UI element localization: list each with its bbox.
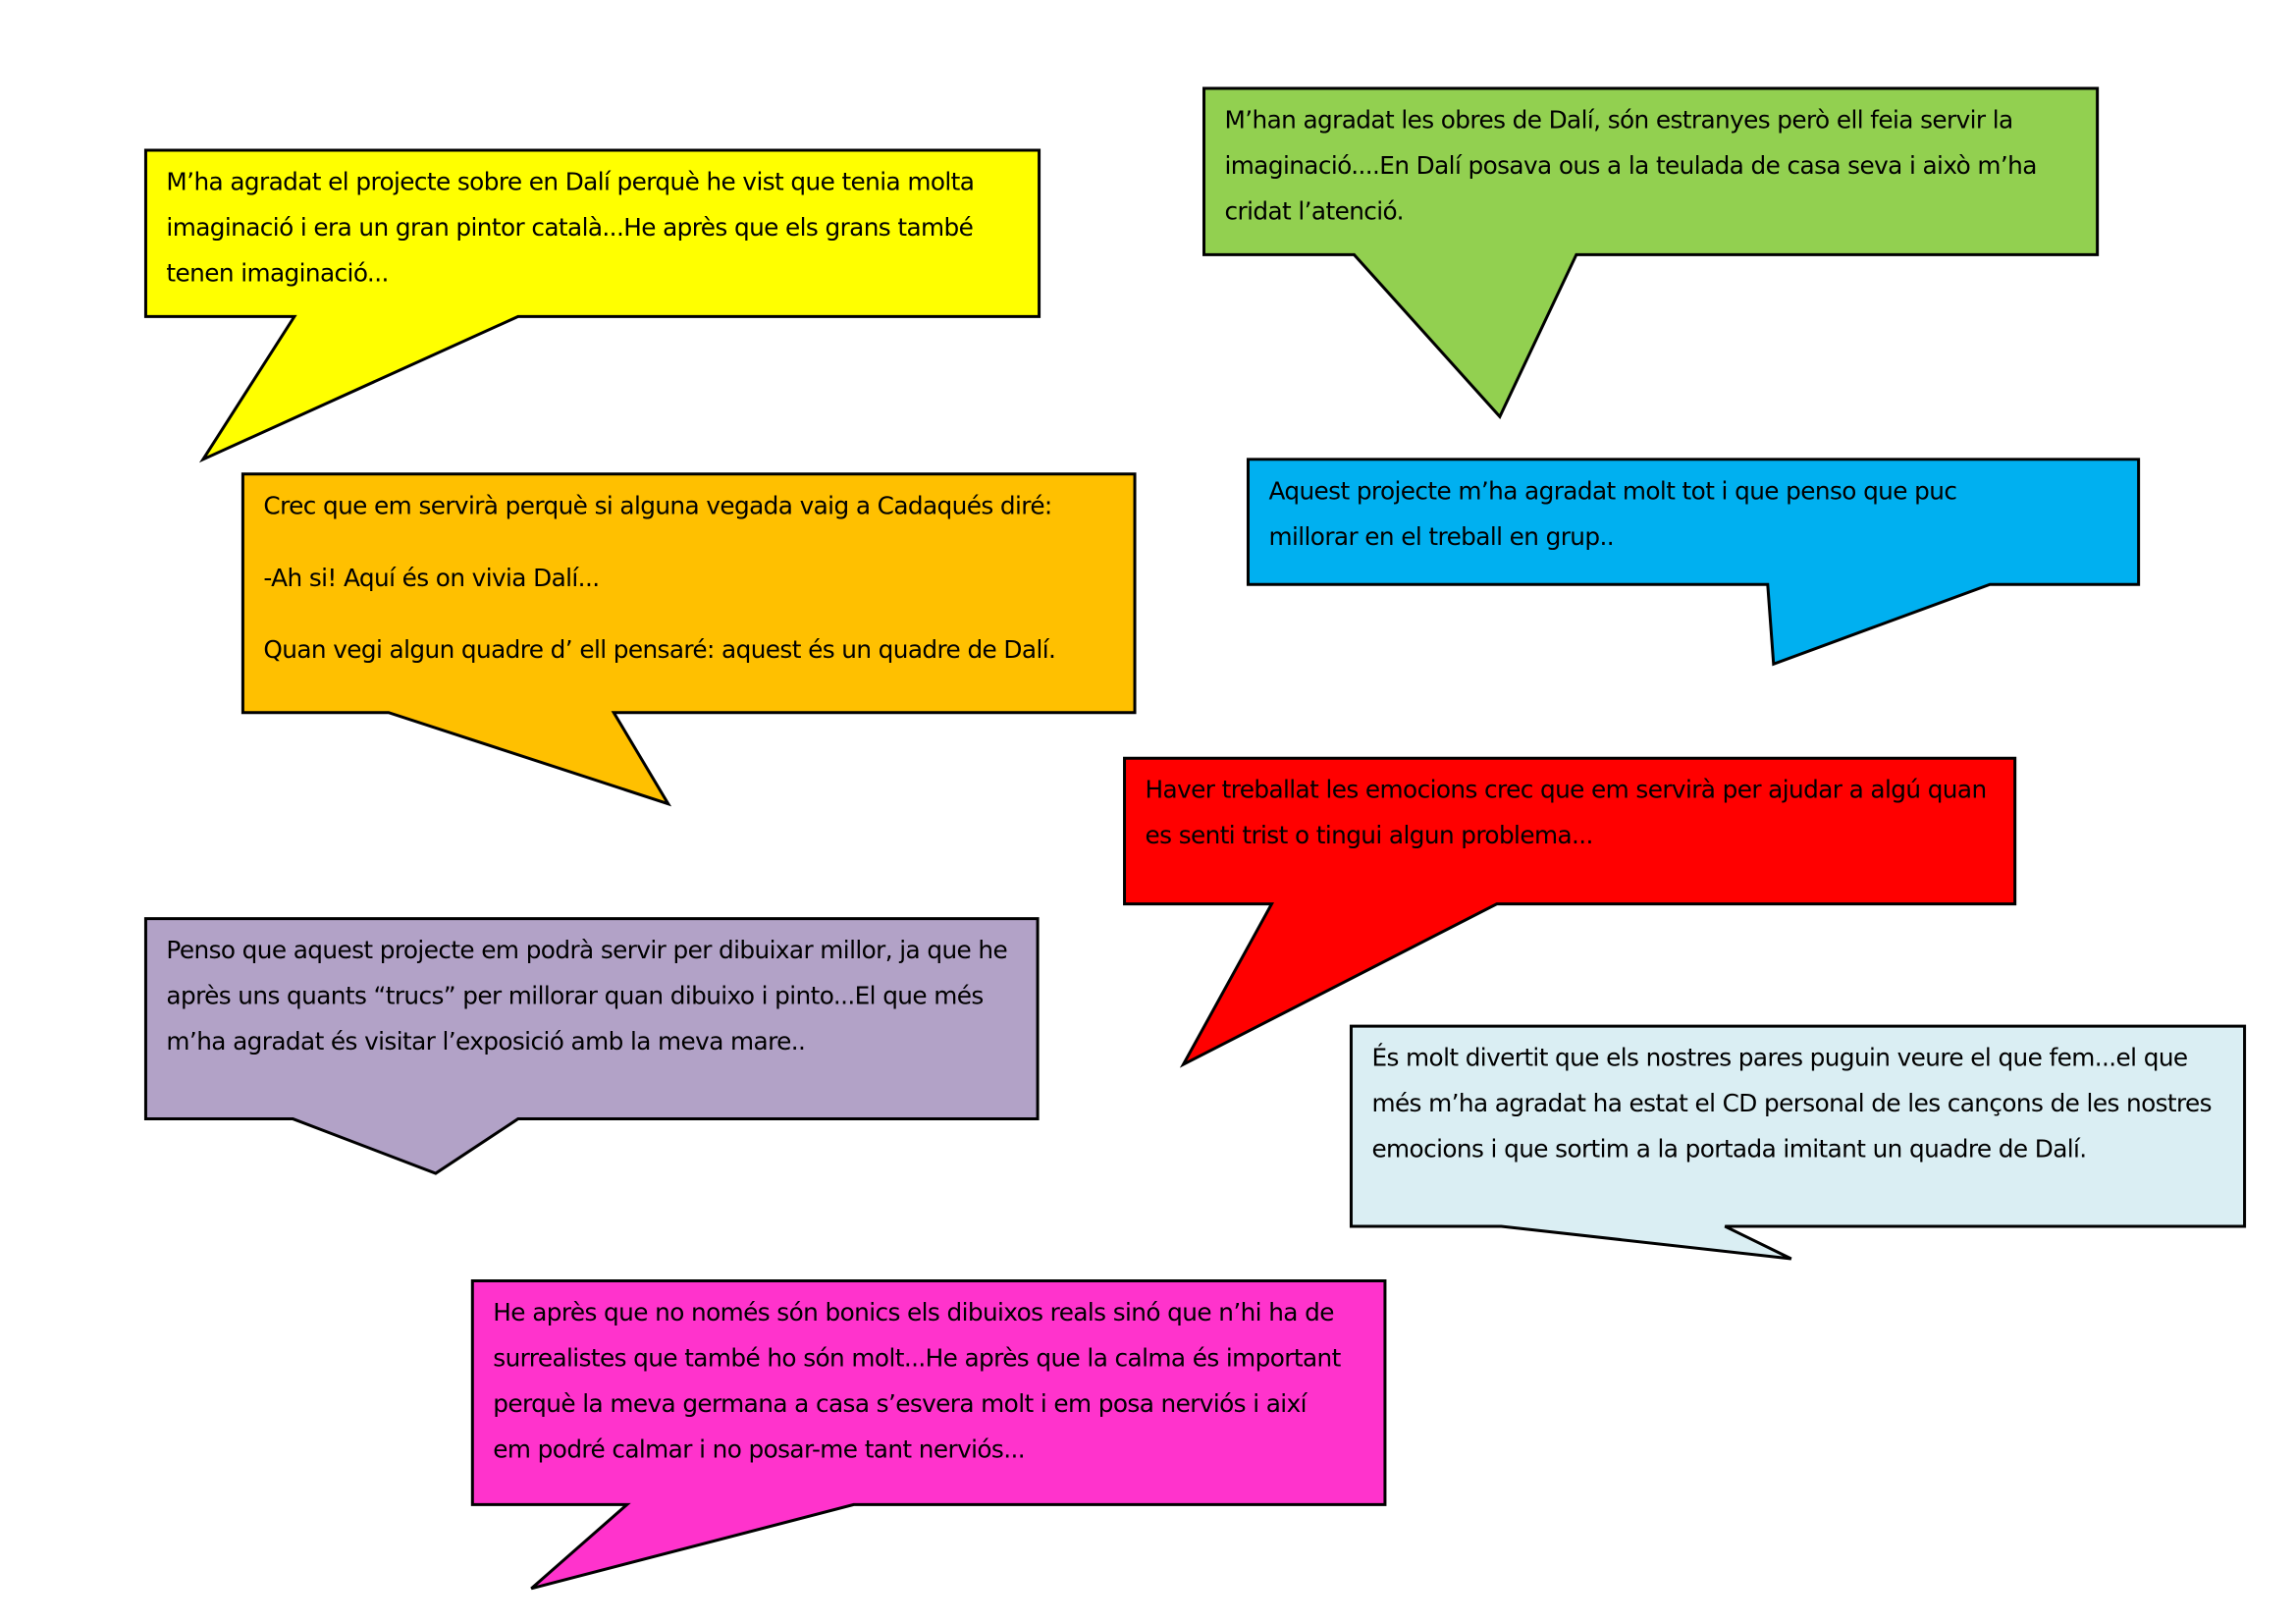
- speech-bubble-lightblue: [1349, 1024, 2247, 1261]
- speech-bubble-text-green: M’han agradat les obres de Dalí, són est…: [1225, 97, 2094, 234]
- speech-bubble-yellow: [143, 148, 1041, 463]
- speech-bubble-text-yellow: M’ha agradat el projecte sobre en Dalí p…: [166, 159, 1035, 296]
- speech-bubble-purple: [143, 917, 1040, 1175]
- bubble-paragraph: Crec que em servirà perquè si alguna veg…: [263, 491, 1052, 520]
- speech-bubble-text-lightblue: És molt divertit que els nostres pares p…: [1371, 1035, 2225, 1171]
- speech-bubble-red: [1123, 756, 2017, 1068]
- speech-bubble-text-purple: Penso que aquest projecte em podrà servi…: [166, 928, 1020, 1064]
- speech-bubble-orange: [240, 472, 1137, 807]
- speech-bubble-text-blue: Aquest projecte m’ha agradat molt tot i …: [1268, 468, 2049, 560]
- bubble-paragraph: Penso que aquest projecte em podrà servi…: [166, 936, 1008, 1056]
- speech-bubble-text-orange: Crec que em servirà perquè si alguna veg…: [263, 483, 1132, 673]
- speech-bubble-text-magenta: He après que no només són bonics els dib…: [493, 1289, 1347, 1472]
- speech-bubble-green: [1202, 86, 2100, 420]
- bubble-paragraph: He après que no només són bonics els dib…: [493, 1298, 1341, 1464]
- bubble-paragraph: És molt divertit que els nostres pares p…: [1371, 1044, 2212, 1164]
- bubble-paragraph: M’han agradat les obres de Dalí, són est…: [1224, 105, 2038, 226]
- bubble-paragraph: Quan vegi algun quadre d’ ell pensaré: a…: [263, 635, 1056, 665]
- bubble-paragraph: Haver treballat les emocions crec que em…: [1145, 776, 1988, 850]
- bubble-paragraph: -Ah si! Aquí és on vivia Dalí...: [263, 564, 600, 592]
- bubble-paragraph: Aquest projecte m’ha agradat molt tot i …: [1268, 476, 1957, 551]
- bubble-paragraph: M’ha agradat el projecte sobre en Dalí p…: [166, 167, 975, 288]
- speech-bubble-text-red: Haver treballat les emocions crec que em…: [1146, 767, 2014, 858]
- speech-bubble-blue: [1246, 458, 2141, 667]
- speech-bubble-magenta: [470, 1278, 1387, 1591]
